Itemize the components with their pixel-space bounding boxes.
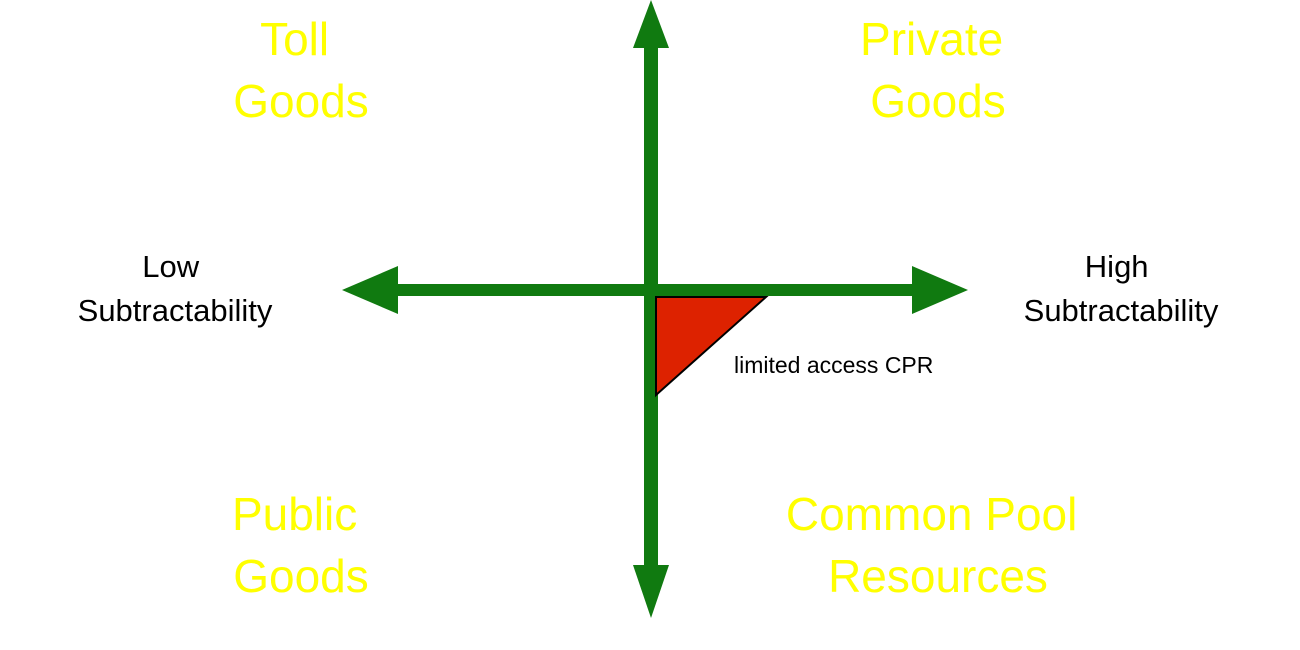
- quadrant-label-bottom-left-line-1: Public: [232, 488, 357, 540]
- quadrant-label-top-left: Toll Goods: [233, 13, 369, 127]
- quadrant-label-top-right: Private Goods: [860, 13, 1016, 127]
- axis-label-low-subtractability: Low Subtractability: [78, 249, 273, 328]
- axis-label-low-line-1: Low: [142, 249, 199, 284]
- vertical-axis: [633, 0, 669, 618]
- horizontal-axis-arrow-right: [912, 266, 968, 314]
- horizontal-axis: [342, 266, 968, 314]
- axis-label-high-line-1: High: [1085, 249, 1149, 284]
- quadrant-label-bottom-right-line-2: Resources: [828, 550, 1048, 602]
- quadrant-label-bottom-left: Public Goods: [232, 488, 370, 602]
- quadrant-label-bottom-left-line-2: Goods: [233, 550, 369, 602]
- quadrant-label-top-left-line-1: Toll: [260, 13, 329, 65]
- axis-label-low-line-2: Subtractability: [78, 293, 273, 328]
- quadrant-label-top-right-line-1: Private: [860, 13, 1003, 65]
- quadrant-label-top-left-line-2: Goods: [233, 75, 369, 127]
- axis-label-high-line-2: Subtractability: [1024, 293, 1219, 328]
- limited-access-cpr-region: [655, 296, 769, 398]
- limited-access-cpr-label: limited access CPR: [734, 352, 933, 378]
- horizontal-axis-arrow-left: [342, 266, 398, 314]
- quadrant-label-bottom-right-line-1: Common Pool: [786, 488, 1077, 540]
- vertical-axis-arrow-down: [633, 565, 669, 618]
- vertical-axis-arrow-up: [633, 0, 669, 48]
- axis-label-high-subtractability: High Subtractability: [1024, 249, 1219, 328]
- quadrant-label-bottom-right: Common Pool Resources: [786, 488, 1090, 602]
- quadrant-label-top-right-line-2: Goods: [870, 75, 1006, 127]
